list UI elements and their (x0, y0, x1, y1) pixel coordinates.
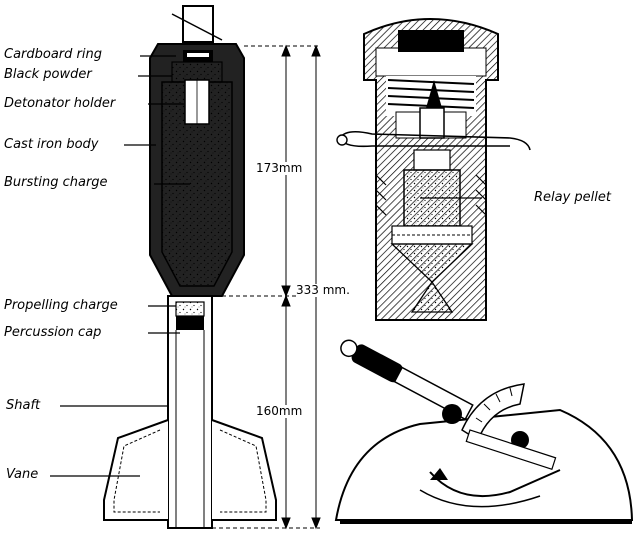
launcher-drawing (334, 339, 634, 524)
shaft (167, 295, 213, 529)
label-shaft: Shaft (6, 398, 41, 413)
dimension-lower: 160mm (256, 404, 303, 418)
label-propelling-charge: Propelling charge (4, 298, 118, 313)
grenade-drawing (103, 5, 277, 529)
label-relay-pellet: Relay pellet (534, 190, 612, 205)
label-cast-iron-body: Cast iron body (4, 137, 99, 152)
fuze-section (336, 18, 531, 321)
percussion-cap (176, 316, 204, 330)
label-detonator-holder: Detonator holder (4, 96, 116, 111)
vane (103, 419, 169, 521)
bursting-charge (161, 81, 233, 287)
propelling-charge (175, 301, 205, 317)
top-cap (182, 5, 214, 43)
dimension-overall: 333 mm. (296, 283, 350, 297)
launcher-base (334, 408, 634, 521)
label-bursting-charge: Bursting charge (4, 175, 108, 190)
label-cardboard-ring: Cardboard ring (4, 47, 102, 62)
dimension-upper: 173mm (256, 161, 303, 175)
black-powder (171, 61, 223, 83)
label-vane: Vane (6, 467, 39, 482)
elevation-quadrant (461, 383, 525, 442)
relay-pellet (403, 169, 461, 227)
label-percussion-cap: Percussion cap (4, 325, 102, 340)
label-black-powder: Black powder (4, 67, 92, 82)
